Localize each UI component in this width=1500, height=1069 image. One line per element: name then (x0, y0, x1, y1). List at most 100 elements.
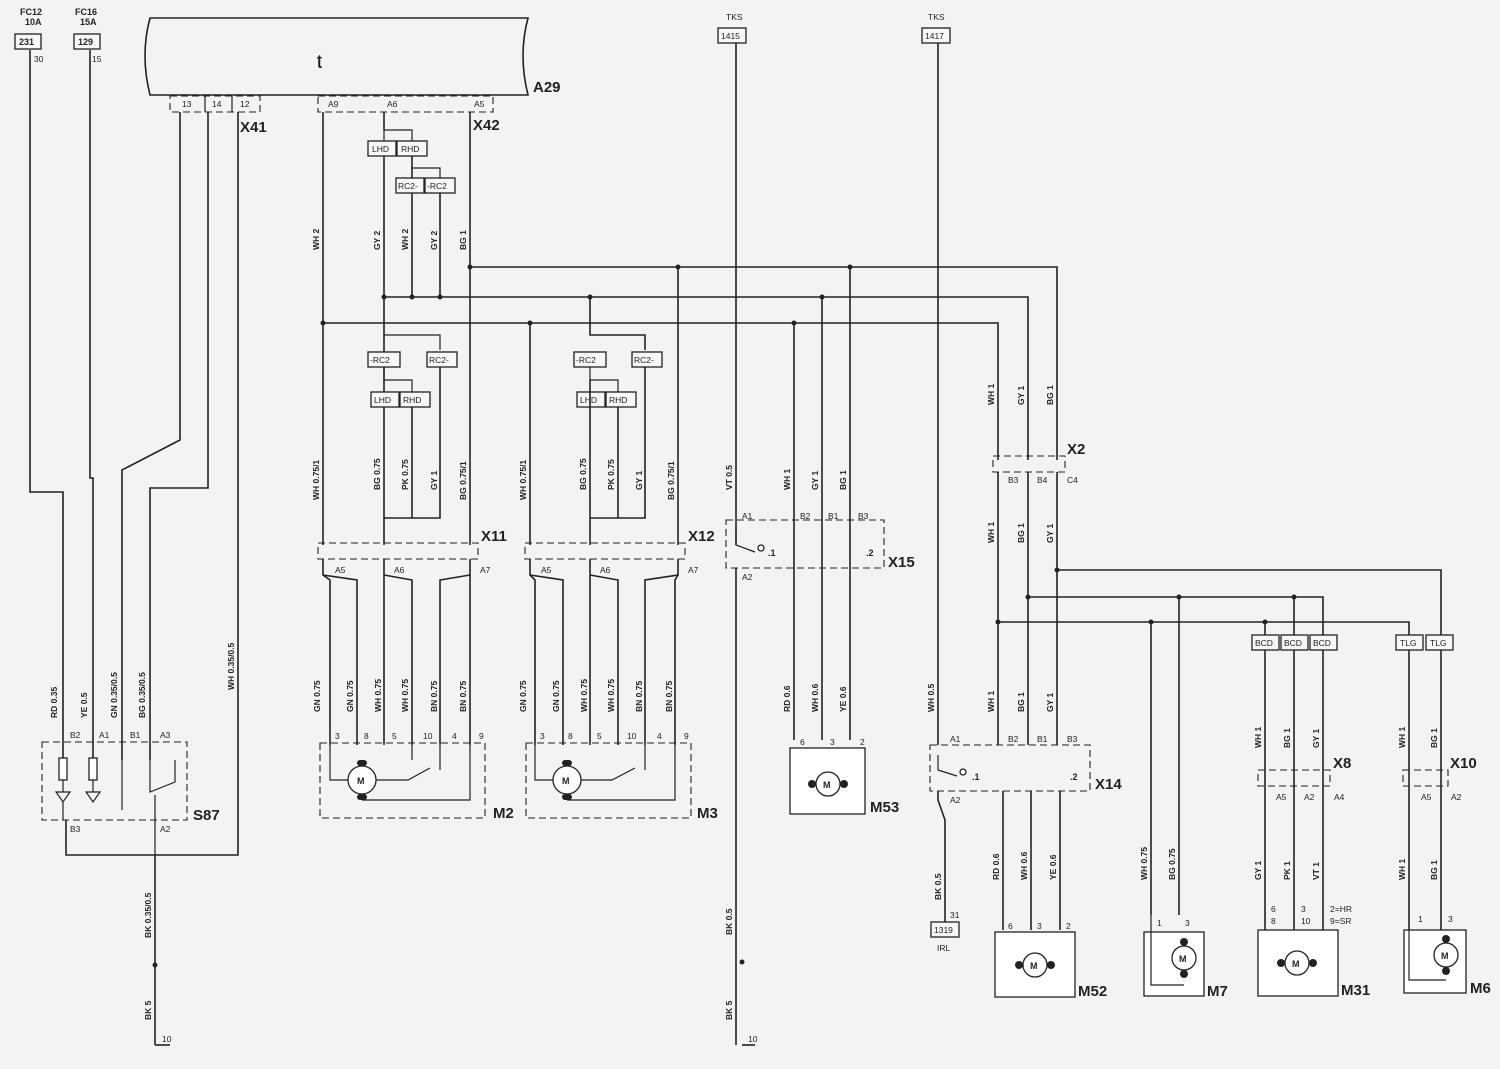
m3-symbol: M (562, 776, 570, 786)
x42-wire-bg1: BG 1 (458, 230, 468, 250)
m3-wire-5: BN 0.75 (634, 681, 644, 712)
m3-pin-3: 3 (540, 731, 545, 741)
s87-wire-gn: GN 0.35/0.5 (109, 672, 119, 718)
gnd1-id: 10 (162, 1034, 172, 1044)
m2-wire-4: WH 0.75 (400, 679, 410, 712)
fuse-fc12-id: 231 (19, 37, 34, 47)
m52-wire-wh: WH 0.6 (1019, 851, 1029, 880)
x41-label: X41 (240, 119, 267, 136)
m3-wire-6: BN 0.75 (664, 681, 674, 712)
x8-pin-a5: A5 (1276, 792, 1287, 802)
m31-symbol: M (1292, 959, 1300, 969)
x15-wire-wh: WH 1 (782, 468, 792, 490)
x10-wire-bg: BG 1 (1429, 728, 1439, 748)
bcd-x8: BCD BCD BCD WH 1 BG 1 GY 1 A5 A2 A4 X8 G… (1251, 634, 1351, 930)
m53-symbol: M (823, 780, 831, 790)
motor-m2: 3 8 5 10 4 9 M M2 (319, 731, 514, 822)
m7-wire-wh: WH 0.75 (1139, 847, 1149, 880)
ecu-a29: ʈ A29 (144, 17, 561, 96)
motor-m7: WH 0.75 BG 0.75 1 3 M M7 (1139, 847, 1228, 1000)
s87-feed-wires: RD 0.35 YE 0.5 GN 0.35/0.5 BG 0.35/0.5 W… (29, 50, 239, 856)
x42-wire-wh2: WH 2 (311, 228, 321, 250)
x14-wire-wh05: WH 0.5 (926, 683, 936, 712)
x15-pin-b1: B1 (828, 511, 839, 521)
fuse-fc16-name: FC16 (75, 7, 97, 17)
opt-lhd-2: LHD (374, 395, 391, 405)
x2-wire-gy-bot: GY 1 (1045, 524, 1055, 543)
opt-rc2-6: RC2- (634, 355, 654, 365)
tks1-label: TKS (726, 12, 743, 22)
x14-pin-a1: A1 (950, 734, 961, 744)
m3-pin-8: 8 (568, 731, 573, 741)
switch-s87: B2 A1 B1 A3 B3 A2 S87 (41, 730, 220, 855)
fuse-fc12-name: FC12 (20, 7, 42, 17)
m6-symbol: M (1441, 951, 1449, 961)
x11-wire-c: PK 0.75 (400, 459, 410, 490)
motor-m52: 6 3 2 M M52 (994, 921, 1107, 1000)
x42-wire-gy2c: GY 2 (429, 231, 439, 250)
tks-1415: TKS 1415 VT 0.5 (717, 12, 747, 545)
opt-rc2-5: -RC2 (576, 355, 596, 365)
m3-pin-9: 9 (684, 731, 689, 741)
x42-harness: LHD RHD RC2- -RC2 WH 2 GY 2 WH 2 GY 2 BG… (311, 112, 471, 545)
connector-x41: 13 14 12 X41 (169, 95, 267, 136)
m2-wire-6: BN 0.75 (458, 681, 468, 712)
m52-wire-rd: RD 0.6 (991, 853, 1001, 880)
x14-label: X14 (1095, 776, 1122, 793)
s87-pin-b1: B1 (130, 730, 141, 740)
s87-pin-a3: A3 (160, 730, 171, 740)
m31-wire-pk: PK 1 (1282, 861, 1292, 880)
irl-id: 1319 (934, 925, 953, 935)
tks-1417: TKS 1417 WH 0.5 (921, 12, 951, 745)
m6-label: M6 (1470, 980, 1491, 997)
s87-wire-wh: WH 0.35/0.5 (226, 642, 236, 690)
tks2-id: 1417 (925, 31, 944, 41)
x2-wire-gy-top: GY 1 (1016, 386, 1026, 405)
x2-wire-wh-bot: WH 1 (986, 521, 996, 543)
tlg-x10: TLG TLG WH 1 BG 1 A5 A2 X10 WH 1 BG 1 (1395, 634, 1477, 930)
tks1-id: 1415 (721, 31, 740, 41)
ground-1: BK 0.35/0.5 BK 5 10 (143, 855, 172, 1046)
x8-wire-gy: GY 1 (1311, 729, 1321, 748)
m53-wire-rd: RD 0.6 (782, 685, 792, 712)
opt-rc2-1: RC2- (398, 181, 418, 191)
fuse-fc12-pin: 30 (34, 54, 44, 64)
s87-pin-a1: A1 (99, 730, 110, 740)
gnd2-wire-a: BK 0.5 (724, 908, 734, 935)
x15-pin-b3: B3 (858, 511, 869, 521)
s87-pin-b2: B2 (70, 730, 81, 740)
x42-pin-a9: A9 (328, 99, 339, 109)
m31-wire-gy: GY 1 (1253, 861, 1263, 880)
m31-pin-2hr: 2=HR (1330, 904, 1352, 914)
opt-rc2-3: -RC2 (370, 355, 390, 365)
x2-pin-c4: C4 (1067, 475, 1078, 485)
m6-pin-1: 1 (1418, 914, 1423, 924)
m7-symbol: M (1179, 954, 1187, 964)
opt-rc2-4: RC2- (429, 355, 449, 365)
x15-wire-vt: VT 0.5 (724, 465, 734, 490)
x14-pin-b2: B2 (1008, 734, 1019, 744)
x14-pin-a2: A2 (950, 795, 961, 805)
x41-pin-14: 14 (212, 99, 222, 109)
x42-pin-a6: A6 (387, 99, 398, 109)
m53-wire-wh: WH 0.6 (810, 683, 820, 712)
x10-pin-a2: A2 (1451, 792, 1462, 802)
x11-wire-e: BG 0.75/1 (458, 461, 468, 500)
gnd1-wire-a: BK 0.35/0.5 (143, 892, 153, 938)
opt-rhd-3: RHD (609, 395, 627, 405)
m3-pin-5: 5 (597, 731, 602, 741)
right-bus (995, 567, 1442, 915)
irl-pin: 31 (950, 910, 960, 920)
ground-2: BK 0.5 BK 5 10 (724, 568, 758, 1046)
motor-m6: 1 3 M M6 (1403, 914, 1491, 997)
opt-tlg-1: TLG (1400, 638, 1417, 648)
x12-wire-a: WH 0.75/1 (518, 460, 528, 500)
ecu-name: A29 (533, 79, 561, 96)
s87-pin-a2: A2 (160, 824, 171, 834)
x14-pos1: .1 (972, 772, 980, 782)
x10-pin-a5: A5 (1421, 792, 1432, 802)
gnd2-id: 10 (748, 1034, 758, 1044)
m53-pin-3: 3 (830, 737, 835, 747)
m6-wire-bg: BG 1 (1429, 860, 1439, 880)
irl-label: IRL (937, 943, 951, 953)
